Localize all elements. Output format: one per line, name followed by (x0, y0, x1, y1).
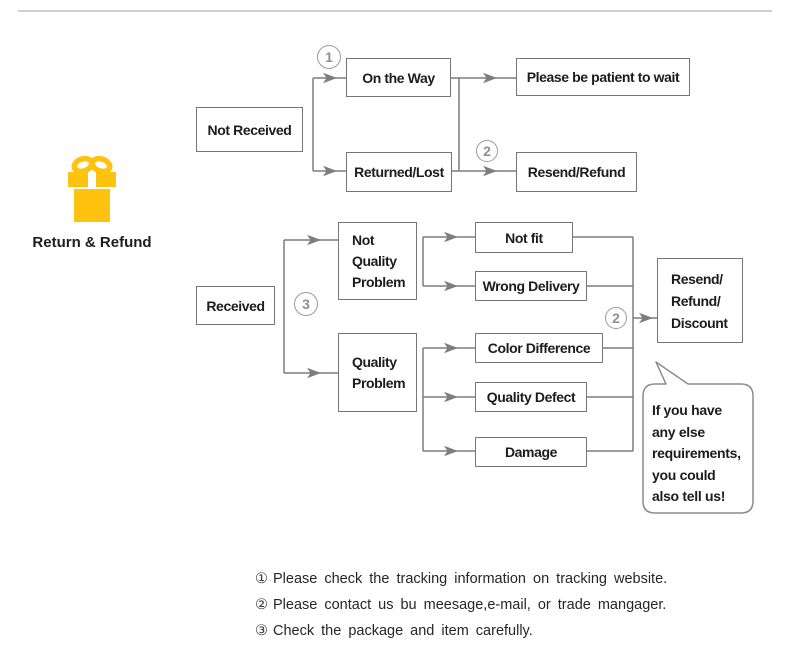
arrowheads (307, 72, 653, 457)
speech-bubble-shape (642, 361, 754, 514)
brand-title: Return & Refund (32, 234, 152, 251)
step-marker-1: 1 (317, 45, 341, 69)
footnote-2-marker: ② (255, 597, 268, 613)
bubble-line: any else (652, 423, 705, 440)
footnote-2-text: Please contact us bu meesage,e-mail, or … (273, 597, 667, 613)
node-not-fit: Not fit (475, 222, 573, 253)
step-marker-2-bottom: 2 (605, 307, 627, 329)
node-line: Discount (671, 314, 728, 331)
node-on-the-way: On the Way (346, 58, 451, 97)
bubble-line: also tell us! (652, 488, 726, 504)
node-please-be-patient: Please be patient to wait (516, 58, 690, 96)
bubble-line: requirements, (652, 445, 741, 461)
node-damage: Damage (475, 437, 587, 467)
node-line: Quality (352, 252, 397, 269)
speech-bubble-text: If you have any else requirements, you c… (652, 400, 754, 508)
node-line: Quality (352, 353, 397, 370)
bubble-line: If you have (652, 402, 722, 418)
node-resend-refund: Resend/Refund (516, 152, 637, 192)
node-returned-lost: Returned/Lost (346, 152, 452, 192)
node-line: Problem (352, 273, 406, 290)
footnote-2: ② Please contact us bu meesage,e-mail, or… (255, 597, 666, 613)
node-not-quality-problem: Not Quality Problem (338, 222, 417, 300)
node-line: Resend/ (671, 270, 723, 287)
step-marker-3: 3 (294, 292, 318, 316)
node-line: Problem (352, 374, 406, 391)
footnote-1-text: Please check the tracking information on… (273, 571, 668, 587)
node-color-difference: Color Difference (475, 333, 603, 363)
footnote-1: ① Please check the tracking information o… (255, 571, 667, 587)
node-line: Refund/ (671, 292, 721, 309)
gift-icon (68, 155, 116, 222)
node-resend-refund-discount: Resend/ Refund/ Discount (657, 258, 743, 343)
gift-bow-right (89, 155, 113, 175)
step-marker-2-top: 2 (476, 140, 498, 162)
node-quality-defect: Quality Defect (475, 382, 587, 412)
node-received: Received (196, 286, 275, 325)
footnote-1-marker: ① (255, 571, 268, 587)
gift-ribbon-slot (88, 172, 96, 187)
node-quality-problem: Quality Problem (338, 333, 417, 412)
footnote-3: ③ Check the package and item carefully. (255, 623, 533, 639)
gift-body (74, 189, 110, 222)
bubble-line: you could (652, 466, 716, 483)
node-line: Not (352, 231, 375, 248)
node-wrong-delivery: Wrong Delivery (475, 271, 587, 301)
footnote-3-text: Check the package and item carefully. (273, 623, 533, 639)
footnote-3-marker: ③ (255, 623, 268, 639)
node-not-received: Not Received (196, 107, 303, 152)
